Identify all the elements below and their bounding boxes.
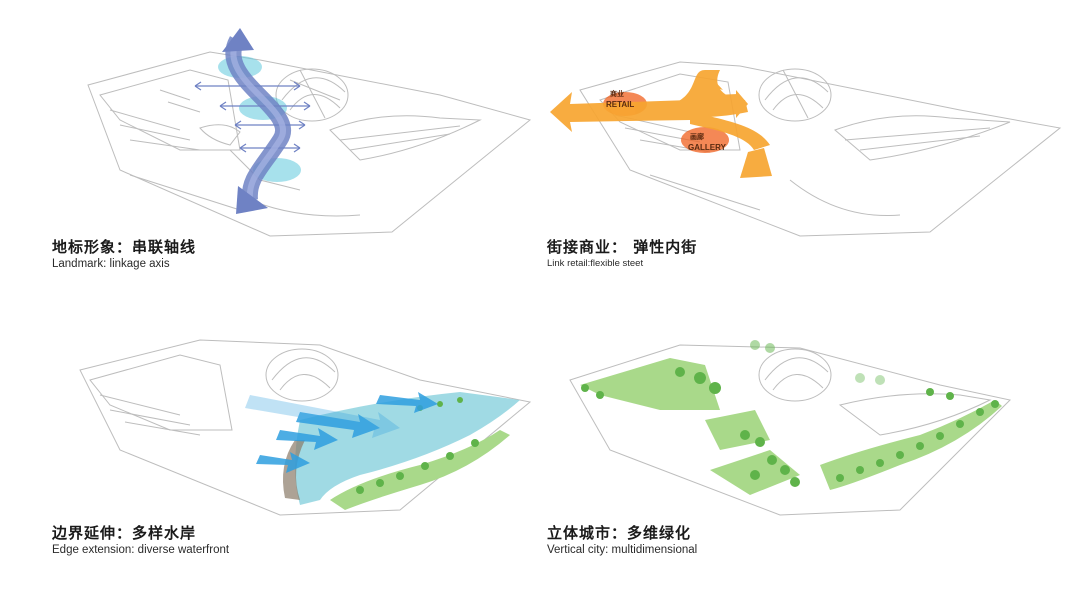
axis-arrowhead-top	[222, 28, 254, 52]
gallery-label-en: GALLERY	[688, 143, 727, 152]
gallery-label-zh: 画廊	[690, 132, 704, 141]
retail-label-en: RETAIL	[606, 100, 634, 109]
waterfront-arrows	[245, 392, 438, 473]
panel-title-en: Link retail:flexible steet	[547, 258, 644, 269]
arrowhead-south	[740, 148, 772, 178]
panel-title-zh: 街接商业： 弹性内街	[547, 238, 698, 256]
green-roofs	[580, 358, 1002, 495]
retail-street-diagram: 商业 RETAIL 画廊 GALLERY	[550, 61, 1062, 237]
dome-structure	[275, 68, 349, 122]
waterfront-diagram	[79, 339, 532, 516]
building-block-east	[329, 115, 482, 161]
building-block-east	[834, 115, 1011, 161]
green-belt-south	[820, 400, 1002, 490]
axis-arrowhead-bottom	[236, 186, 268, 214]
site-outline	[569, 344, 1012, 516]
dome-structure	[758, 348, 832, 402]
vertical-green-diagram	[569, 340, 1012, 516]
water-body	[295, 392, 520, 505]
panel-title-zh: 边界延伸：多样水岸	[52, 524, 197, 542]
panel-title-en: Edge extension: diverse waterfront	[52, 544, 230, 556]
building-block-east	[838, 393, 992, 436]
building-block-west	[99, 69, 241, 151]
green-roof-middle	[705, 410, 770, 450]
arrowhead-north	[698, 76, 723, 90]
panel-landmark-axis: 地标形象：串联轴线 Landmark: linkage axis	[0, 0, 540, 300]
panel-waterfront: 边界延伸：多样水岸 Edge extension: diverse waterf…	[0, 300, 540, 612]
green-roof-west	[580, 358, 720, 410]
retail-label-zh: 商业	[610, 89, 624, 98]
dome-structure	[758, 68, 832, 122]
site-outline	[579, 61, 1062, 237]
greening-trees	[581, 340, 999, 487]
panel-title-en: Landmark: linkage axis	[52, 258, 170, 270]
arrowhead-east	[736, 90, 748, 118]
panel-vertical-green: 立体城市：多维绿化 Vertical city: multidimensiona…	[540, 300, 1080, 612]
dome-structure	[265, 348, 339, 402]
landmark-axis-diagram	[87, 28, 532, 237]
site-outline	[79, 339, 532, 516]
linkage-axis-arrow	[222, 28, 291, 214]
green-bank	[330, 430, 510, 510]
waterfront-deck	[282, 440, 305, 500]
arrow-south-branch	[690, 110, 770, 150]
panel-title-zh: 立体城市：多维绿化	[547, 524, 692, 542]
building-block-west	[89, 354, 233, 431]
building-block-west	[599, 73, 741, 151]
retail-street-arrows	[550, 70, 772, 178]
panel-retail-street: 商业 RETAIL 画廊 GALLERY 街接商业： 弹性内街 Link ret…	[540, 0, 1080, 300]
panel-title-zh: 地标形象：串联轴线	[52, 238, 197, 256]
arrow-west	[550, 92, 690, 132]
gallery-glow-node	[681, 127, 729, 153]
panel-title-en: Vertical city: multidimensional	[547, 544, 698, 556]
